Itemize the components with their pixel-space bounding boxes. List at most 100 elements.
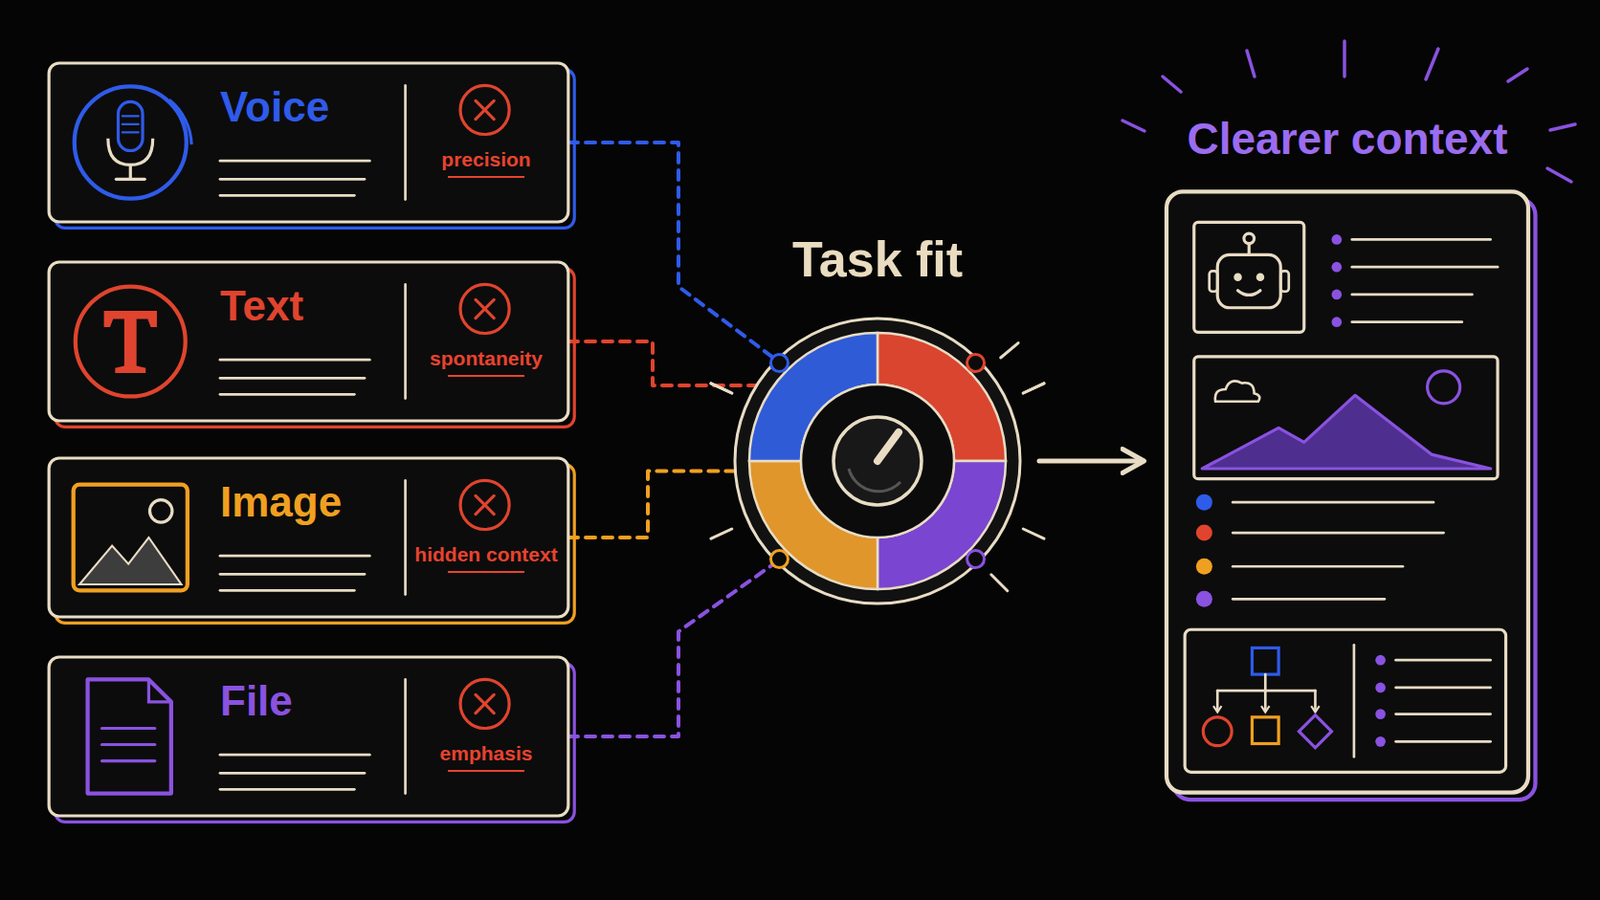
bullet-dot [1196,525,1213,542]
dial-tick [1022,383,1045,394]
robot-frame [1194,222,1305,333]
bullet-dot [1331,316,1342,328]
card-border [48,63,569,223]
text-line [220,589,355,593]
highlight-ray [1162,76,1181,92]
dial-tick [1022,383,1045,394]
mic-stem [129,164,133,179]
dial-port [770,551,788,569]
picture-frame [73,485,188,592]
card-border [48,262,569,422]
label-underline [447,176,525,178]
text-line [1352,238,1491,242]
card-title: Text [220,285,304,328]
mic-capsule [118,101,144,151]
sun-circle [1427,371,1461,404]
flow-wire [1216,690,1220,712]
text-line [1396,740,1491,744]
icon-ring [75,287,186,398]
knob-pointer [877,432,899,462]
cross-mark [475,694,494,713]
card-divider [403,679,407,794]
dial-heading: Task fit [724,234,1031,285]
dial-tick [711,383,733,394]
text-line [1396,687,1491,690]
robot-eye [1233,273,1243,283]
picture-frame [1194,356,1498,480]
flow-circle [1202,717,1232,747]
highlight-ray [1246,50,1255,77]
panel-divider [1353,644,1356,757]
mic-grille [122,123,139,126]
weakness-label-box: spontaneity [414,346,558,378]
highlight-ray [1342,41,1347,77]
dial-tick [711,383,733,394]
label-underline [447,571,525,574]
document-fold [148,679,171,702]
mountain-shape [1201,395,1490,469]
bullet-dot [1331,289,1342,301]
cross-mark [475,100,494,119]
text-line [1352,266,1498,269]
robot-antenna-tip [1244,233,1255,245]
flow-wire [1313,690,1317,712]
mic-grille [122,131,139,134]
flow-square [1251,717,1279,745]
bullet-dot [1375,709,1386,720]
flow-wire [1264,690,1267,712]
card-outline [48,657,569,817]
input-card: Image hidden context [48,458,569,618]
cross-mark [475,299,494,318]
text-line [220,573,365,577]
flow-arrowhead [1261,706,1270,712]
context-panel [1166,191,1529,794]
text-line [220,358,370,362]
dial-port [967,551,985,569]
flow-arrowhead [1311,706,1320,712]
robot-ear [1209,270,1219,291]
knob-shade [848,468,901,492]
bullet-dot [1331,262,1342,273]
dial-port [967,354,985,372]
cross-mark [475,299,494,318]
mic-grille [122,114,139,117]
card-title: Image [220,481,342,524]
card-divider [403,480,407,595]
cross-circle [460,480,510,530]
cross-mark [475,495,494,514]
highlight-ray [1122,120,1145,132]
weakness-label-box: emphasis [414,741,558,773]
robot-head [1217,254,1281,308]
task-fit-dial: Task fit [724,234,1031,615]
robot-eye [1256,273,1266,283]
flow-wire [1264,674,1267,691]
card-outline [48,262,569,422]
text-line [220,377,365,380]
dial-tick [1000,343,1019,358]
output-panel: Clearer context [1129,95,1566,804]
cross-circle [460,85,510,134]
text-line [220,555,370,558]
card-divider [403,284,407,399]
icon-ring [74,86,187,199]
dial-knob [657,241,1098,682]
document-line [101,743,155,747]
highlight-ray [1425,48,1439,80]
text-line [1232,565,1403,569]
dial-tick [711,529,733,539]
dashed-connector [568,341,757,386]
arrow-connector [1039,459,1142,465]
flow-diamond [1298,715,1332,749]
icon-swoosh [169,99,192,145]
document-line [101,759,155,763]
input-card: Voiceprecision [48,63,569,223]
panel-border [1166,191,1529,793]
text-line [1232,501,1434,505]
dial-rim [734,318,1021,604]
weakness-label: spontaneity [414,346,558,371]
weakness-label: precision [414,147,558,172]
weakness-label-box: hidden context [414,542,558,574]
input-card: Fileemphasis [48,657,569,817]
